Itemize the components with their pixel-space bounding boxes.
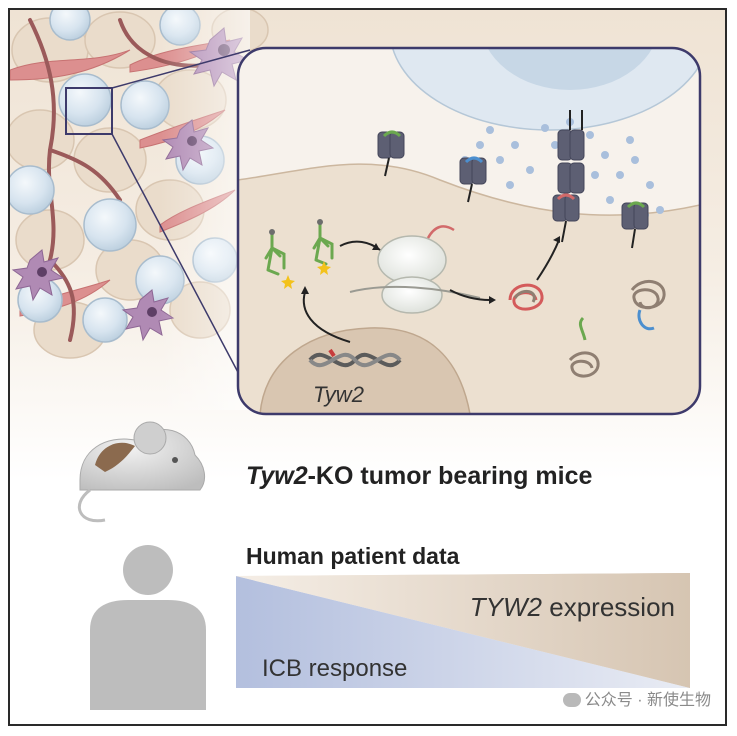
expression-gene: TYW2 xyxy=(469,592,543,622)
graphical-abstract xyxy=(10,10,725,710)
watermark: 公众号 · 新使生物 xyxy=(562,686,711,710)
zoom-box xyxy=(65,87,113,135)
figure-frame: Tyw2 Tyw2-KO tumor bearing mice Human pa… xyxy=(8,8,727,726)
misfolded-protein xyxy=(508,283,544,311)
expression-label: TYW2 expression xyxy=(470,592,675,623)
mice-label: Tyw2-KO tumor bearing mice xyxy=(246,462,592,491)
mice-gene: Tyw2 xyxy=(246,462,308,490)
mechanism-inset xyxy=(236,46,702,416)
folded-proteins xyxy=(568,280,666,378)
mice-suffix: -KO tumor bearing mice xyxy=(307,462,593,490)
t-cell-membrane xyxy=(389,48,700,131)
patient-title: Human patient data xyxy=(246,543,460,569)
inset-border xyxy=(236,46,702,416)
nucleus xyxy=(259,327,471,414)
trna-molecules xyxy=(264,222,334,276)
dna-helix xyxy=(308,348,402,368)
mouse-icon xyxy=(77,421,206,523)
person-icon xyxy=(90,545,206,710)
expression-suffix: expression xyxy=(542,592,675,622)
icb-response-label: ICB response xyxy=(262,655,408,682)
wechat-icon xyxy=(562,693,581,707)
dna-gene-label: Tyw2 xyxy=(313,382,364,407)
ribosome xyxy=(349,225,481,314)
expression-gradient-chart xyxy=(236,573,690,688)
modification-stars xyxy=(281,261,331,289)
mhc-receptors xyxy=(377,129,649,230)
watermark-text: 公众号 · 新使生物 xyxy=(584,692,711,709)
